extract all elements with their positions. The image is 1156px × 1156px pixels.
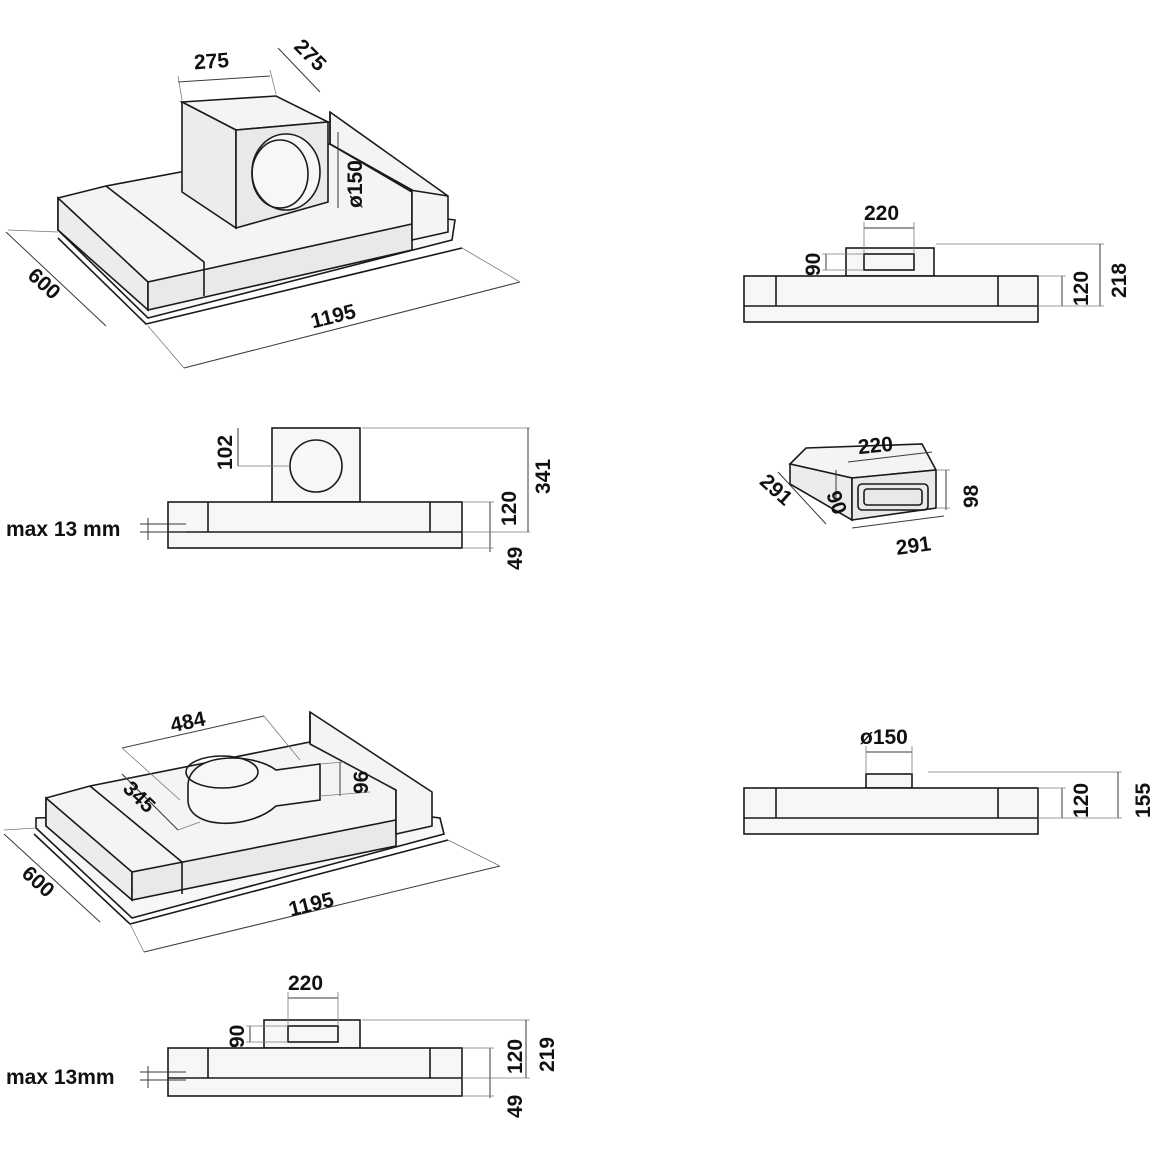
dim-line-220-adapter [847, 451, 933, 463]
dim-label-600: 600 [23, 264, 64, 305]
iso-round-outlet [251, 133, 321, 211]
dim-line-291-left [777, 471, 827, 525]
dim-line-275-a [177, 75, 271, 83]
ext-line [3, 827, 37, 831]
ext-line [319, 791, 371, 797]
dim-label-1195: 1195 [308, 300, 358, 333]
dim-label-600-b: 600 [17, 862, 58, 903]
max-13-mm-label: max 13 mm [6, 518, 120, 541]
ext-line [7, 229, 59, 233]
dim-label-120-bl: 120 [504, 1039, 527, 1074]
b-rect-side-body [167, 1047, 463, 1097]
rect-outlet-housing [845, 247, 935, 277]
side-view-round-outlet: ø150 155 120 [743, 726, 1155, 835]
iso2-body-front-face [131, 819, 397, 901]
ext-line [177, 821, 201, 831]
iso2-flat-outlet [187, 757, 321, 825]
dim-label-102: 102 [214, 435, 237, 470]
dim-line-1195 [183, 281, 521, 369]
ext-line [147, 325, 185, 369]
ext-line [263, 715, 301, 761]
ext-line [447, 839, 501, 867]
dim-label-291-bottom: 291 [895, 532, 933, 560]
adapter-opening [857, 483, 929, 511]
b-rect-outlet-housing [263, 1019, 361, 1049]
iso-flange-edge [57, 237, 463, 325]
round-side-body [743, 787, 1039, 835]
side-view-rect-outlet-flange: 220 90 219 120 49 max 13mm [6, 972, 559, 1118]
dim-line-600 [5, 231, 107, 327]
dim-label-220-adapter: 220 [857, 433, 894, 460]
iso-right-cap-top [409, 189, 449, 197]
dim-label-155: 155 [1132, 783, 1155, 818]
side-motor-box [271, 427, 361, 503]
dim-label-275-width: 275 [193, 49, 230, 74]
adapter-iso: 220 90 98 291 291 [755, 433, 983, 560]
max-13mm-label: max 13mm [6, 1066, 115, 1089]
ext-line [121, 747, 181, 801]
iso-body-front-face [147, 223, 413, 312]
ext-line [129, 923, 145, 953]
dim-label-90-b: 90 [226, 1025, 249, 1048]
side-body [167, 501, 463, 549]
dim-label-484: 484 [168, 707, 207, 737]
iso2-left-cap-line [89, 785, 183, 894]
dim-line-345 [121, 773, 179, 831]
ext-line [319, 761, 345, 765]
dim-label-120-br: 120 [1070, 783, 1093, 818]
dim-line-275-b [277, 47, 321, 93]
side-view-box-motor: 102 341 120 49 max 13 mm [6, 427, 555, 570]
iso2-flat-outlet-top [185, 755, 259, 789]
dim-label-diameter-150: ø150 [344, 160, 367, 208]
dim-label-96: 96 [350, 771, 373, 794]
dim-label-120-tr: 120 [1070, 271, 1093, 306]
dim-label-98: 98 [960, 484, 983, 508]
iso-hood-flat-outlet: 484 345 96 600 1195 [3, 707, 501, 953]
dim-label-1195-b: 1195 [286, 888, 336, 921]
rect-outlet-opening [863, 253, 915, 271]
round-outlet-stub [865, 773, 913, 789]
dim-label-220-b: 220 [288, 972, 323, 995]
ext-line [269, 69, 277, 95]
iso-left-cap-line [105, 185, 205, 296]
dim-label-49-b: 49 [504, 1095, 527, 1118]
dim-line-600-b [3, 833, 101, 923]
dim-label-341: 341 [532, 459, 555, 494]
dim-line-291-bottom [851, 515, 945, 529]
rect-side-body [743, 275, 1039, 323]
iso-hood-box-motor: 275 275 ø150 600 1195 [5, 35, 521, 369]
ext-line [177, 75, 183, 101]
dim-label-120: 120 [498, 491, 521, 526]
dim-label-90: 90 [802, 253, 825, 276]
dim-label-220: 220 [864, 202, 899, 225]
b-rect-outlet-opening [287, 1025, 339, 1043]
dim-label-219: 219 [536, 1037, 559, 1072]
dim-label-49: 49 [504, 547, 527, 570]
dim-label-218: 218 [1108, 263, 1131, 298]
dim-line-1195-b [143, 865, 501, 953]
side-view-rect-outlet: 220 90 218 120 [743, 202, 1131, 323]
dim-label-275-depth: 275 [289, 35, 330, 76]
adapter-opening-inner [863, 488, 923, 506]
iso-round-outlet-inner [251, 139, 309, 209]
ext-line [461, 247, 521, 283]
dim-line-484 [121, 715, 265, 749]
dim-label-diameter-150-b: ø150 [860, 726, 908, 749]
